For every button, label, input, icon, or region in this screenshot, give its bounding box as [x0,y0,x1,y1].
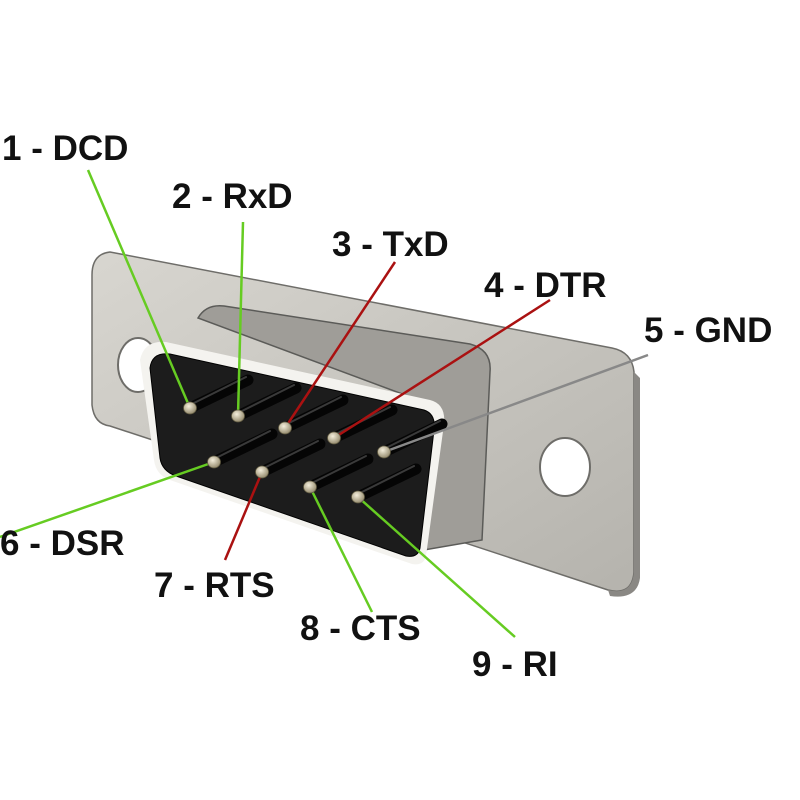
pin-label-7: 7 - RTS [154,566,275,605]
leader-line-6 [0,460,215,539]
pin-rod-8 [304,453,374,493]
pin-6 [207,455,221,469]
pin-label-5: 5 - GND [644,311,772,350]
leader-line-4 [333,298,551,440]
pin-label-8: 8 - CTS [300,609,421,648]
pin-label-2: 2 - RxD [172,177,293,216]
pin-rod-highlight-3 [286,396,342,425]
leader-lines [0,169,649,638]
pin-rod-highlight-9 [359,465,415,494]
pin-7 [255,465,269,479]
mounting-hole-right [539,437,591,497]
leader-line-1 [86,169,192,409]
pin-label-9: 9 - RI [472,645,558,684]
pin-rod-highlight-7 [263,440,319,469]
pin-rod-3 [279,394,349,434]
pin-rod-7 [256,438,326,478]
pin-4 [327,431,341,445]
pin-5 [377,445,391,459]
pin-rod-highlight-8 [311,455,367,484]
pin-8 [303,480,317,494]
pin-rod-6 [208,428,278,468]
pin-label-3: 3 - TxD [332,225,449,264]
pin-1 [183,401,197,415]
leader-line-5 [383,353,649,454]
pin-rod-2 [232,382,302,422]
pin-rod-9 [352,463,422,503]
leader-line-9 [357,496,516,638]
pin-2 [231,409,245,423]
pin-labels: 1 - DCD 2 - RxD 3 - TxD 4 - DTR 5 - GND … [0,129,772,684]
pin-rod-highlight-1 [191,376,247,405]
pin-3 [278,421,292,435]
pin-label-6: 6 - DSR [0,524,124,563]
pin-label-4: 4 - DTR [484,266,607,305]
leader-line-8 [308,486,374,613]
pin-rod-highlight-5 [385,420,441,449]
pin-rod-highlight-6 [215,430,271,459]
leader-line-2 [236,221,245,417]
pin-rod-4 [328,404,398,444]
pin-label-1: 1 - DCD [2,129,128,168]
leader-line-3 [283,261,397,429]
pin-9 [351,490,365,504]
leader-line-7 [223,471,264,561]
pin-heads [183,401,391,504]
pin-rod-highlight-2 [239,384,295,413]
pin-rods [184,374,448,503]
